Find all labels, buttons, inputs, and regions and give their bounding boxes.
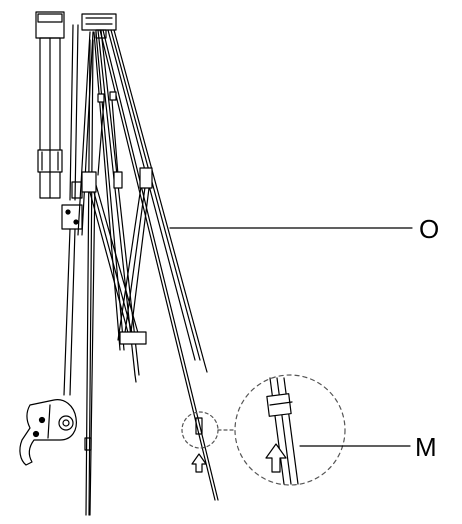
crank-handle xyxy=(19,399,77,466)
up-arrow-icon xyxy=(191,453,207,473)
magnified-detail xyxy=(217,374,346,486)
main-pole xyxy=(61,24,83,396)
folded-side-pole xyxy=(35,11,65,199)
callout-label-o: O xyxy=(419,214,439,244)
rib-tips xyxy=(134,364,208,435)
base-pole xyxy=(84,39,96,516)
top-hub xyxy=(81,13,117,39)
rib-joints xyxy=(81,91,153,345)
up-arrow-icon xyxy=(265,443,287,473)
callout-label-m: M xyxy=(415,432,437,462)
canopy-struts xyxy=(87,99,151,341)
